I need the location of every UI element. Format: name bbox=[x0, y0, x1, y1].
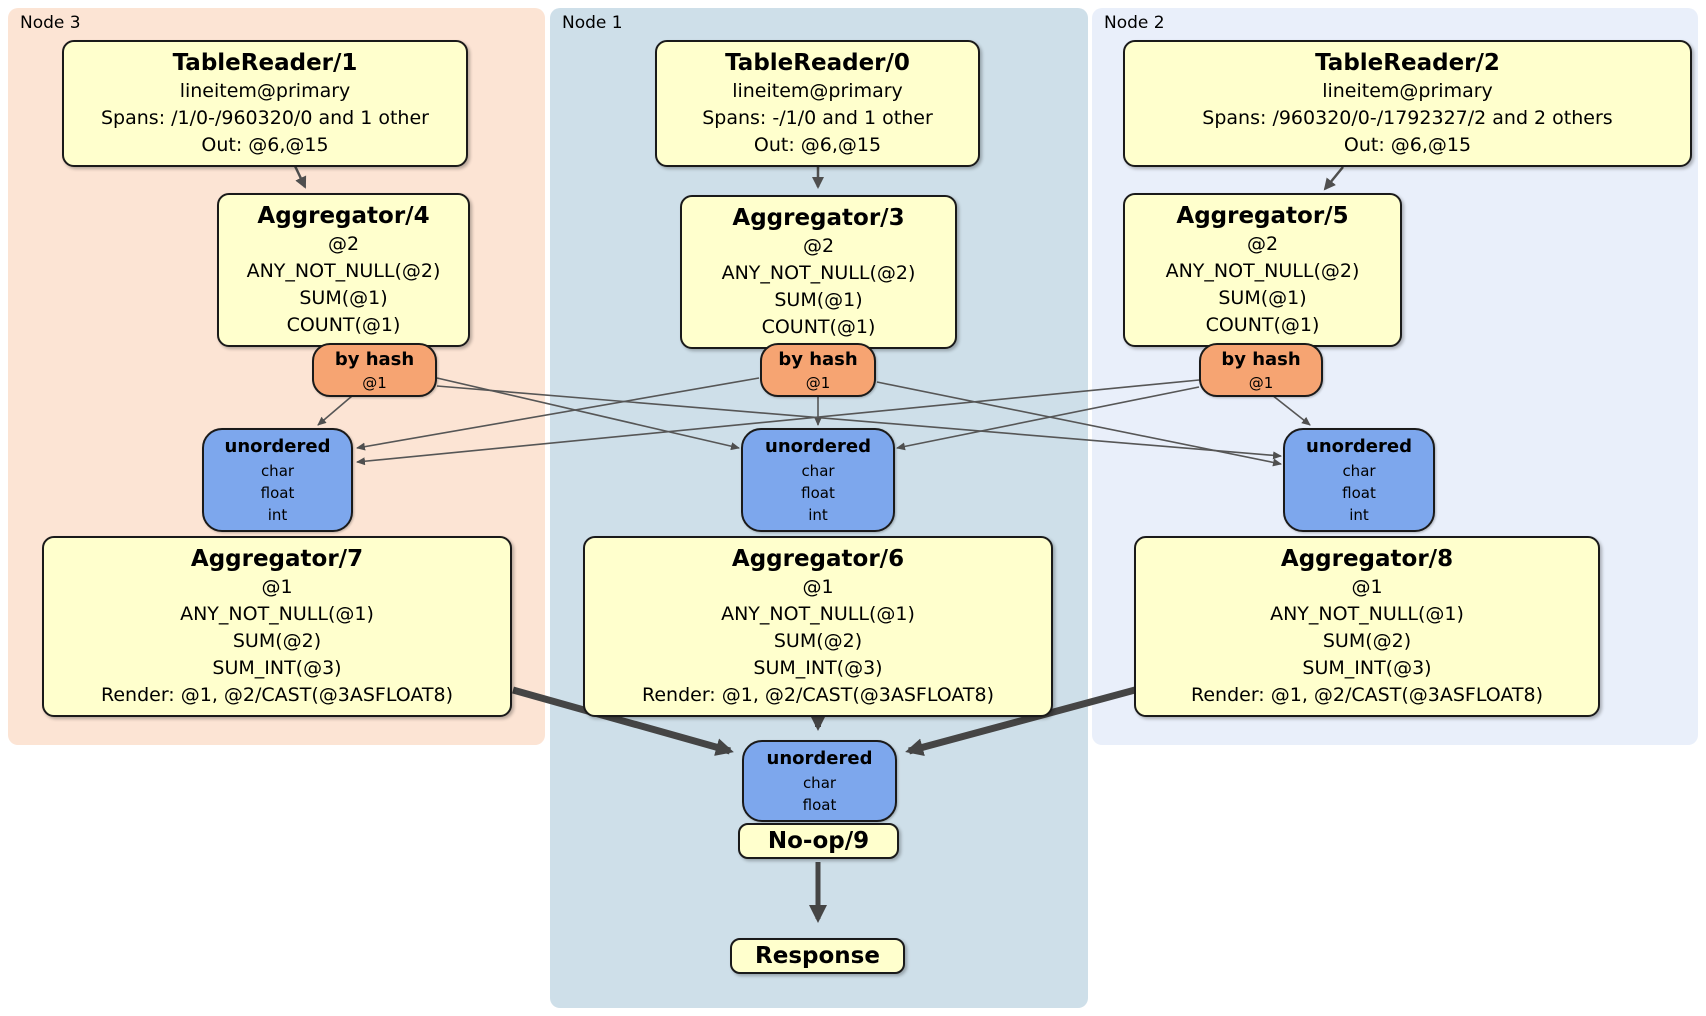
unordered-sync-node1: unordered char float int bbox=[741, 428, 895, 532]
processor-line: COUNT(@1) bbox=[1205, 314, 1320, 336]
router-detail: @1 bbox=[805, 374, 831, 392]
sync-column: float bbox=[1342, 484, 1376, 502]
processor-title: Aggregator/7 bbox=[190, 546, 364, 572]
processor-line: SUM(@1) bbox=[299, 287, 388, 309]
processor-line: lineitem@primary bbox=[179, 80, 351, 102]
processor-line: ANY_NOT_NULL(@2) bbox=[246, 260, 441, 282]
router-detail: @1 bbox=[362, 374, 387, 392]
sync-column: int bbox=[808, 506, 828, 524]
sync-column: float bbox=[260, 484, 295, 502]
router-title: by hash bbox=[778, 349, 858, 370]
router-edges bbox=[317, 377, 1311, 467]
processor-line: SUM_INT(@3) bbox=[212, 657, 342, 679]
noop-box: No-op/9 bbox=[738, 823, 899, 859]
processor-line: SUM(@2) bbox=[232, 630, 322, 652]
node1-label: Node 1 bbox=[562, 13, 623, 33]
tablereader0-box: TableReader/0 lineitem@primary Spans: -/… bbox=[655, 40, 980, 167]
unordered-sync-node3: unordered char float int bbox=[202, 428, 353, 532]
processor-line: lineitem@primary bbox=[732, 80, 903, 102]
response-box: Response bbox=[730, 938, 905, 974]
processor-line: @2 bbox=[327, 233, 360, 255]
processor-title: Aggregator/5 bbox=[1176, 203, 1349, 229]
processor-line: @2 bbox=[802, 235, 835, 257]
processor-line: ANY_NOT_NULL(@2) bbox=[721, 262, 916, 284]
processor-line: SUM(@2) bbox=[773, 630, 863, 652]
processor-line: ANY_NOT_NULL(@2) bbox=[1165, 260, 1360, 282]
processor-line: ANY_NOT_NULL(@1) bbox=[180, 603, 374, 625]
processor-line: SUM_INT(@3) bbox=[1302, 657, 1432, 679]
sync-column: float bbox=[801, 484, 835, 502]
processor-title: Aggregator/3 bbox=[732, 205, 905, 231]
sync-column: float bbox=[802, 796, 837, 814]
sync-column: int bbox=[267, 506, 288, 524]
aggregator7-box: Aggregator/7 @1 ANY_NOT_NULL(@1) SUM(@2)… bbox=[42, 536, 512, 717]
unordered-sync-final: unordered char float bbox=[742, 740, 897, 822]
aggregator8-box: Aggregator/8 @1 ANY_NOT_NULL(@1) SUM(@2)… bbox=[1134, 536, 1600, 717]
processor-line: Out: @6,@15 bbox=[1343, 134, 1472, 156]
processor-line: Spans: /1/0-/960320/0 and 1 other bbox=[101, 107, 429, 129]
aggregator3-box: Aggregator/3 @2 ANY_NOT_NULL(@2) SUM(@1)… bbox=[680, 195, 957, 349]
processor-line: Spans: /960320/0-/1792327/2 and 2 others bbox=[1202, 107, 1613, 129]
processor-line: COUNT(@1) bbox=[286, 314, 401, 336]
processor-line: Out: @6,@15 bbox=[201, 134, 329, 156]
aggregator6-box: Aggregator/6 @1 ANY_NOT_NULL(@1) SUM(@2)… bbox=[583, 536, 1053, 717]
tablereader-edges bbox=[293, 165, 1344, 191]
hash-router-node2: by hash @1 bbox=[1199, 343, 1323, 397]
sync-title: unordered bbox=[766, 748, 873, 769]
processor-line: @2 bbox=[1246, 233, 1279, 255]
processor-line: Render: @1, @2/CAST(@3ASFLOAT8) bbox=[101, 684, 453, 706]
processor-line: @1 bbox=[802, 576, 834, 598]
router-title: by hash bbox=[1221, 349, 1301, 370]
processor-line: SUM(@1) bbox=[774, 289, 863, 311]
processor-title: Aggregator/6 bbox=[731, 546, 905, 572]
processor-title: Aggregator/4 bbox=[257, 203, 430, 229]
node2-label: Node 2 bbox=[1104, 13, 1165, 33]
processor-line: Spans: -/1/0 and 1 other bbox=[702, 107, 933, 129]
processor-line: Render: @1, @2/CAST(@3ASFLOAT8) bbox=[642, 684, 994, 706]
processor-line: SUM(@2) bbox=[1322, 630, 1412, 652]
aggregator4-box: Aggregator/4 @2 ANY_NOT_NULL(@2) SUM(@1)… bbox=[217, 193, 470, 347]
hash-router-node3: by hash @1 bbox=[312, 343, 437, 397]
sync-column: char bbox=[802, 774, 837, 792]
processor-title: TableReader/2 bbox=[1315, 50, 1500, 76]
sync-column: int bbox=[1349, 506, 1369, 524]
sync-title: unordered bbox=[1306, 436, 1412, 457]
sync-title: unordered bbox=[224, 436, 331, 457]
stream-edges bbox=[512, 686, 1136, 923]
processor-line: SUM_INT(@3) bbox=[753, 657, 883, 679]
aggregator5-box: Aggregator/5 @2 ANY_NOT_NULL(@2) SUM(@1)… bbox=[1123, 193, 1402, 347]
processor-title: TableReader/1 bbox=[172, 50, 358, 76]
processor-line: ANY_NOT_NULL(@1) bbox=[721, 603, 915, 625]
processor-line: lineitem@primary bbox=[1322, 80, 1493, 102]
router-detail: @1 bbox=[1248, 374, 1274, 392]
processor-title: Response bbox=[755, 943, 880, 969]
unordered-sync-node2: unordered char float int bbox=[1283, 428, 1435, 532]
sync-column: char bbox=[260, 462, 295, 480]
processor-line: ANY_NOT_NULL(@1) bbox=[1270, 603, 1464, 625]
tablereader1-box: TableReader/1 lineitem@primary Spans: /1… bbox=[62, 40, 468, 167]
sync-column: char bbox=[801, 462, 835, 480]
router-title: by hash bbox=[334, 349, 415, 370]
processor-line: Out: @6,@15 bbox=[753, 134, 882, 156]
processor-line: @1 bbox=[261, 576, 293, 598]
processor-title: TableReader/0 bbox=[725, 50, 910, 76]
processor-title: Aggregator/8 bbox=[1280, 546, 1454, 572]
sync-column: char bbox=[1342, 462, 1376, 480]
tablereader2-box: TableReader/2 lineitem@primary Spans: /9… bbox=[1123, 40, 1692, 167]
hash-router-node1: by hash @1 bbox=[760, 343, 876, 397]
processor-line: COUNT(@1) bbox=[761, 316, 876, 338]
node3-label: Node 3 bbox=[20, 13, 81, 33]
processor-title: No-op/9 bbox=[767, 828, 870, 854]
processor-line: SUM(@1) bbox=[1218, 287, 1307, 309]
sync-title: unordered bbox=[765, 436, 871, 457]
processor-line: Render: @1, @2/CAST(@3ASFLOAT8) bbox=[1191, 684, 1543, 706]
processor-line: @1 bbox=[1351, 576, 1383, 598]
